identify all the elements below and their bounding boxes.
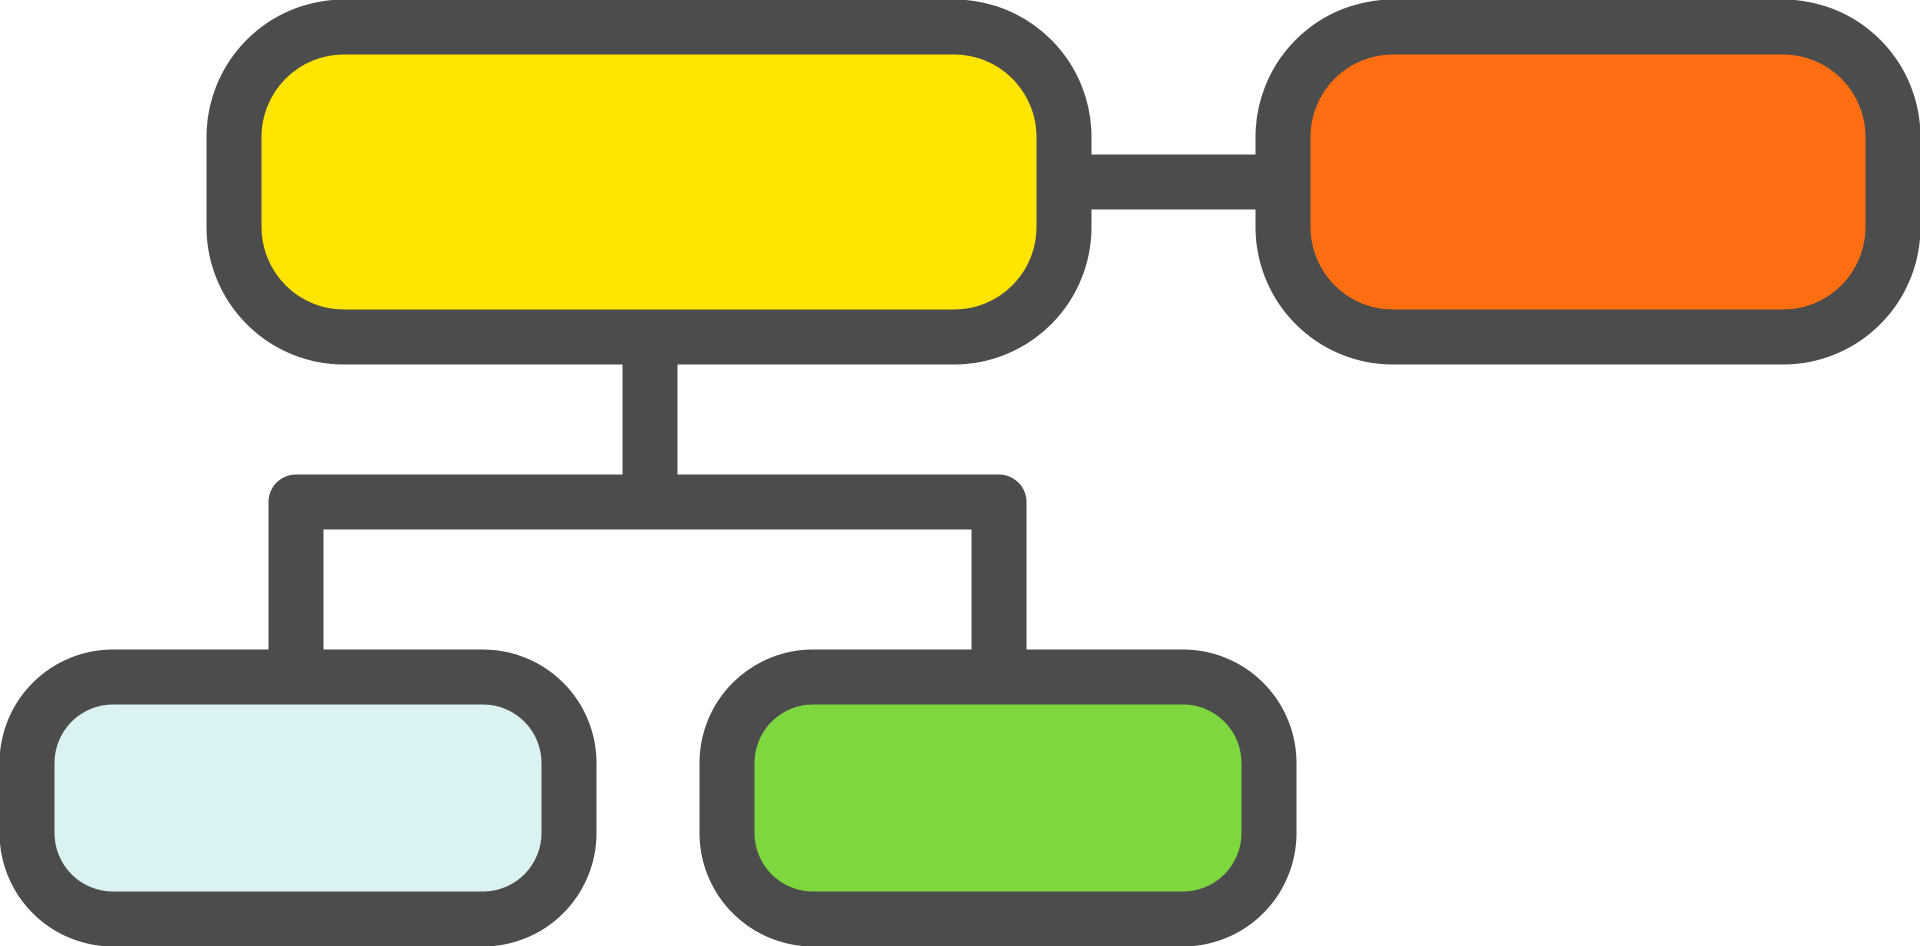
connector-bus-to-right [650,474,1027,677]
node-child-right-box [699,649,1297,946]
node-top-main-box [206,0,1092,365]
connector-bus-to-left [268,474,650,677]
node-child-left-box [0,649,597,946]
node-top-side-box [1255,0,1920,365]
